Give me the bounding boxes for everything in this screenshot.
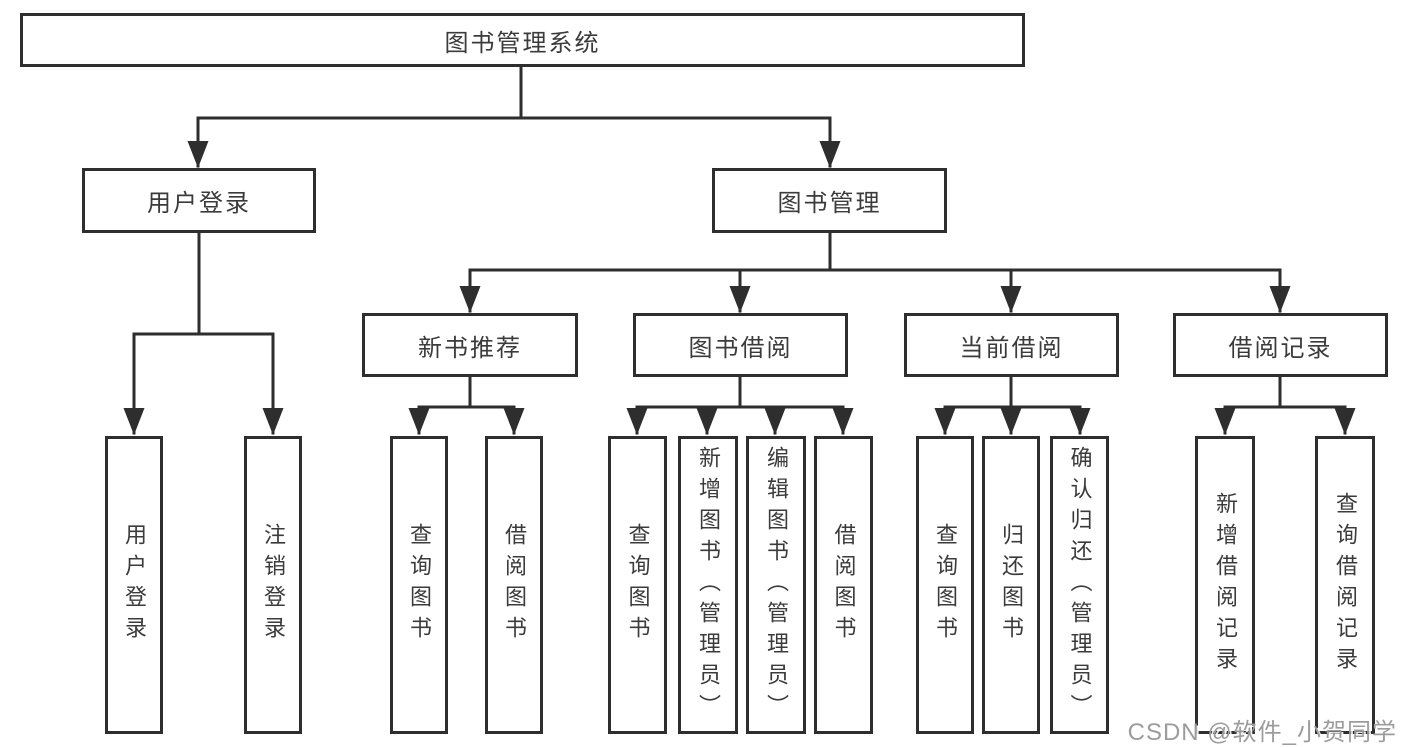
node-label: 图书管理: [777, 190, 882, 217]
node-new-book-recommend: 新书推荐: [362, 313, 578, 377]
node-label: 确认归还（管理员）: [1067, 445, 1093, 725]
connector-user-login-branch: [123, 231, 284, 435]
connector-book-management-branch: [459, 231, 1291, 313]
connector-current-borrow-branch: [934, 375, 1091, 435]
leaf-borrow-books-recommend: 借阅图书: [485, 436, 543, 734]
connector-book-borrow-branch: [626, 375, 854, 435]
node-label: 当前借阅: [959, 334, 1064, 362]
node-label: 注销登录: [261, 523, 286, 647]
leaf-confirm-return-admin: 确认归还（管理员）: [1050, 436, 1109, 734]
node-label: 借阅图书: [831, 523, 857, 647]
node-book-borrow: 图书借阅: [633, 313, 848, 377]
leaf-query-books-recommend: 查询图书: [390, 436, 448, 734]
leaf-edit-book-admin: 编辑图书（管理员）: [746, 436, 806, 734]
node-label: 用户登录: [122, 523, 147, 647]
node-label: 新增图书（管理员）: [696, 445, 721, 725]
node-library-management-system: 图书管理系统: [20, 13, 1025, 67]
leaf-query-borrow-record: 查询借阅记录: [1315, 436, 1375, 734]
leaf-logout: 注销登录: [244, 436, 302, 734]
leaf-query-books-current: 查询图书: [916, 436, 974, 734]
node-label: 查询借阅记录: [1333, 492, 1358, 678]
node-label: 图书借阅: [688, 334, 793, 362]
node-label: 用户登录: [147, 190, 251, 217]
node-book-management: 图书管理: [712, 168, 947, 233]
node-label: 查询图书: [933, 523, 958, 647]
connector-new-book-branch: [408, 375, 525, 435]
node-label: 归还图书: [999, 523, 1024, 647]
node-label: 借阅图书: [502, 523, 527, 647]
leaf-borrow-books: 借阅图书: [814, 436, 873, 734]
node-borrow-records: 借阅记录: [1173, 313, 1388, 377]
csdn-watermark: CSDN @软件_小贺同学: [1127, 719, 1397, 746]
node-label: 借阅记录: [1228, 334, 1333, 362]
node-label: 新书推荐: [418, 334, 522, 362]
node-label: 查询图书: [625, 523, 651, 647]
node-current-borrow: 当前借阅: [904, 313, 1119, 377]
leaf-add-book-admin: 新增图书（管理员）: [678, 436, 738, 734]
node-label: 编辑图书（管理员）: [764, 445, 789, 725]
leaf-return-books: 归还图书: [982, 436, 1040, 734]
leaf-add-borrow-record: 新增借阅记录: [1195, 436, 1255, 734]
connector-root-branch: [187, 65, 841, 168]
node-label: 查询图书: [407, 523, 432, 647]
leaf-query-books-borrow: 查询图书: [608, 436, 667, 734]
connector-borrow-records-branch: [1214, 375, 1356, 435]
node-label: 图书管理系统: [444, 29, 601, 57]
leaf-user-login: 用户登录: [105, 436, 163, 734]
node-user-login: 用户登录: [82, 168, 316, 233]
node-label: 新增借阅记录: [1213, 492, 1238, 678]
